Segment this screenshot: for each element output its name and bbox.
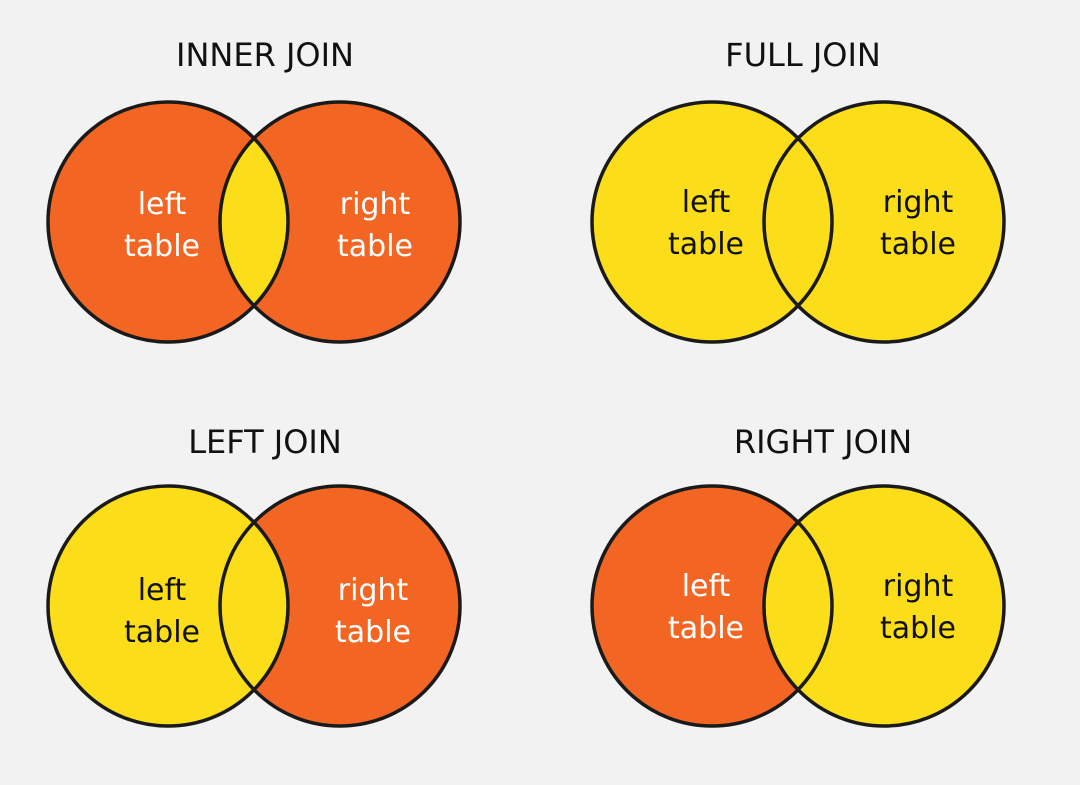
inner-join-title: INNER JOIN	[176, 36, 354, 74]
left-join-left-circle	[48, 486, 288, 726]
full-join-left-label-line1: left	[682, 185, 731, 220]
right-join-right-circle	[764, 486, 1004, 726]
inner-join-panel: INNER JOIN left table right table	[46, 36, 462, 344]
left-join-panel: LEFT JOIN left table right table	[46, 423, 462, 728]
left-join-title: LEFT JOIN	[188, 423, 342, 461]
inner-join-venn: left table right table	[46, 100, 462, 344]
right-join-venn: left table right table	[590, 484, 1006, 728]
left-join-left-label-line1: left	[138, 573, 187, 608]
inner-join-intersection	[220, 138, 288, 306]
inner-join-right-label-line1: right	[340, 187, 411, 222]
inner-join-left-outline	[46, 100, 290, 344]
right-join-left-outline	[590, 484, 834, 728]
full-join-left-circle	[592, 102, 832, 342]
full-join-right-label-line1: right	[883, 185, 954, 220]
right-join-title: RIGHT JOIN	[734, 423, 912, 461]
right-join-panel: RIGHT JOIN left table right table	[590, 423, 1006, 728]
right-join-left-label-line1: left	[682, 569, 731, 604]
left-join-intersection	[220, 522, 288, 690]
full-join-left-outline	[590, 100, 834, 344]
full-join-right-circle	[764, 102, 1004, 342]
right-join-intersection	[763, 522, 833, 690]
full-join-left-label-line2: table	[668, 227, 744, 262]
left-join-left-label-line2: table	[124, 615, 200, 650]
inner-join-right-label-line2: table	[337, 229, 413, 264]
full-join-intersection	[763, 138, 832, 306]
inner-join-left-label-line1: left	[138, 187, 187, 222]
right-join-right-outline	[762, 484, 1006, 728]
full-join-panel: FULL JOIN left table right table	[590, 36, 1006, 344]
left-join-right-outline	[218, 484, 462, 728]
inner-join-left-circle	[48, 102, 288, 342]
right-join-right-label-line1: right	[883, 569, 954, 604]
left-join-left-outline	[46, 484, 290, 728]
left-join-venn: left table right table	[46, 484, 462, 728]
right-join-left-label-line2: table	[668, 611, 744, 646]
inner-join-right-outline	[218, 100, 462, 344]
left-join-right-circle	[220, 486, 460, 726]
right-join-right-label-line2: table	[880, 611, 956, 646]
full-join-right-label-line2: table	[880, 227, 956, 262]
inner-join-left-label-line2: table	[124, 229, 200, 264]
inner-join-right-circle	[220, 102, 460, 342]
full-join-right-outline	[762, 100, 1006, 344]
full-join-venn: left table right table	[590, 100, 1006, 344]
right-join-left-circle	[592, 486, 832, 726]
full-join-title: FULL JOIN	[725, 36, 881, 74]
left-join-right-label-line2: table	[335, 615, 411, 650]
left-join-right-label-line1: right	[338, 573, 409, 608]
